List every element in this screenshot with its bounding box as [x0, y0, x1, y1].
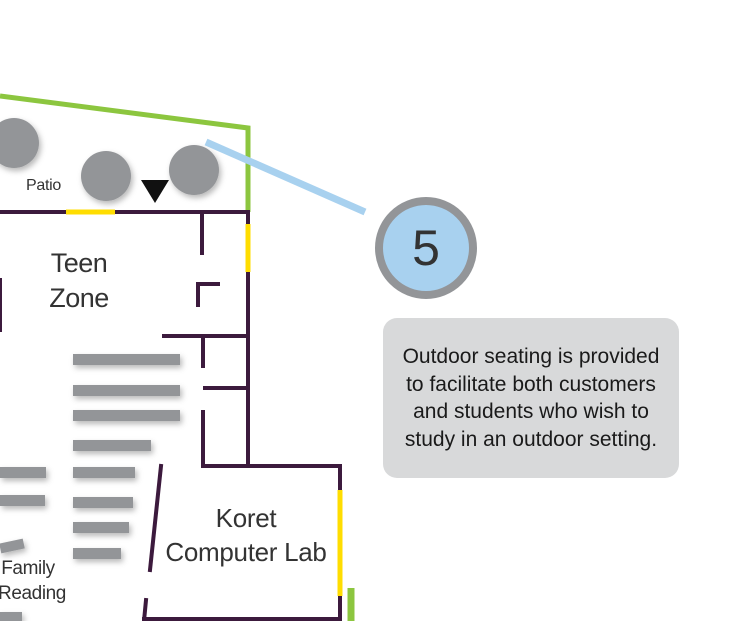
patio-tables	[0, 118, 219, 201]
table-icon	[0, 118, 39, 168]
room-label-computer-lab: Koret Computer Lab	[158, 501, 334, 569]
bookshelves	[0, 354, 180, 621]
room-label-line: Reading	[0, 583, 66, 604]
callout-connector-line	[204, 138, 367, 216]
windows	[66, 209, 343, 596]
table-icon	[81, 151, 131, 201]
walls	[0, 210, 342, 621]
entrance-marker-icon	[141, 180, 169, 203]
callout-number-badge: 5	[375, 197, 477, 299]
callout-box: Outdoor seating is provided to facilitat…	[383, 318, 679, 478]
room-label-patio: Patio	[26, 177, 61, 194]
room-label-line: Computer Lab	[165, 537, 327, 567]
table-icon	[169, 145, 219, 195]
room-label-line: Family	[1, 558, 55, 579]
exterior-boundary	[0, 93, 251, 212]
room-label-teen-zone: Teen Zone	[48, 246, 110, 316]
room-label-line: Teen	[50, 248, 108, 278]
callout-text: Outdoor seating is provided to facilitat…	[402, 345, 660, 451]
room-label-line: Zone	[49, 283, 109, 313]
room-label-family-reading: Family Reading	[0, 556, 66, 606]
room-label-line: Koret	[215, 503, 277, 533]
